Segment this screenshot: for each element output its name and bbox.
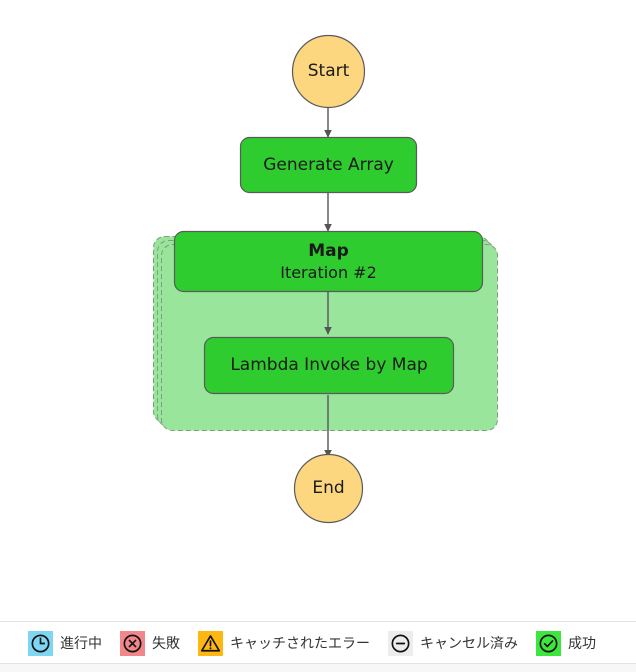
legend-label-caught-error: キャッチされたエラー: [230, 636, 370, 652]
cross-circle-icon: [120, 630, 145, 656]
status-legend-items: 進行中 失敗: [0, 622, 636, 664]
legend-item-succeeded: 成功: [536, 630, 596, 656]
legend-item-failed: 失敗: [120, 630, 180, 656]
legend-item-in-progress: 進行中: [28, 630, 102, 656]
minus-circle-icon: [388, 630, 413, 656]
graph-canvas[interactable]: Start Generate Array Map Iteration #2 La…: [0, 0, 636, 621]
legend-label-in-progress: 進行中: [60, 636, 102, 652]
node-lambda-invoke-by-map[interactable]: [203, 336, 455, 395]
check-circle-icon: [536, 630, 561, 656]
node-map[interactable]: [173, 230, 484, 293]
clock-icon: [28, 630, 53, 656]
node-start[interactable]: [291, 34, 366, 109]
legend-label-cancelled: キャンセル済み: [420, 636, 518, 652]
legend-label-failed: 失敗: [152, 636, 180, 652]
status-legend: 進行中 失敗: [0, 621, 636, 672]
legend-footer-strip: [0, 663, 636, 672]
graph-svg: [153, 34, 498, 524]
warning-triangle-icon: [198, 630, 223, 656]
node-generate-array[interactable]: [239, 136, 418, 194]
legend-item-caught-error: キャッチされたエラー: [198, 630, 370, 656]
legend-item-cancelled: キャンセル済み: [388, 630, 518, 656]
legend-label-succeeded: 成功: [568, 636, 596, 652]
node-end[interactable]: [293, 453, 364, 524]
